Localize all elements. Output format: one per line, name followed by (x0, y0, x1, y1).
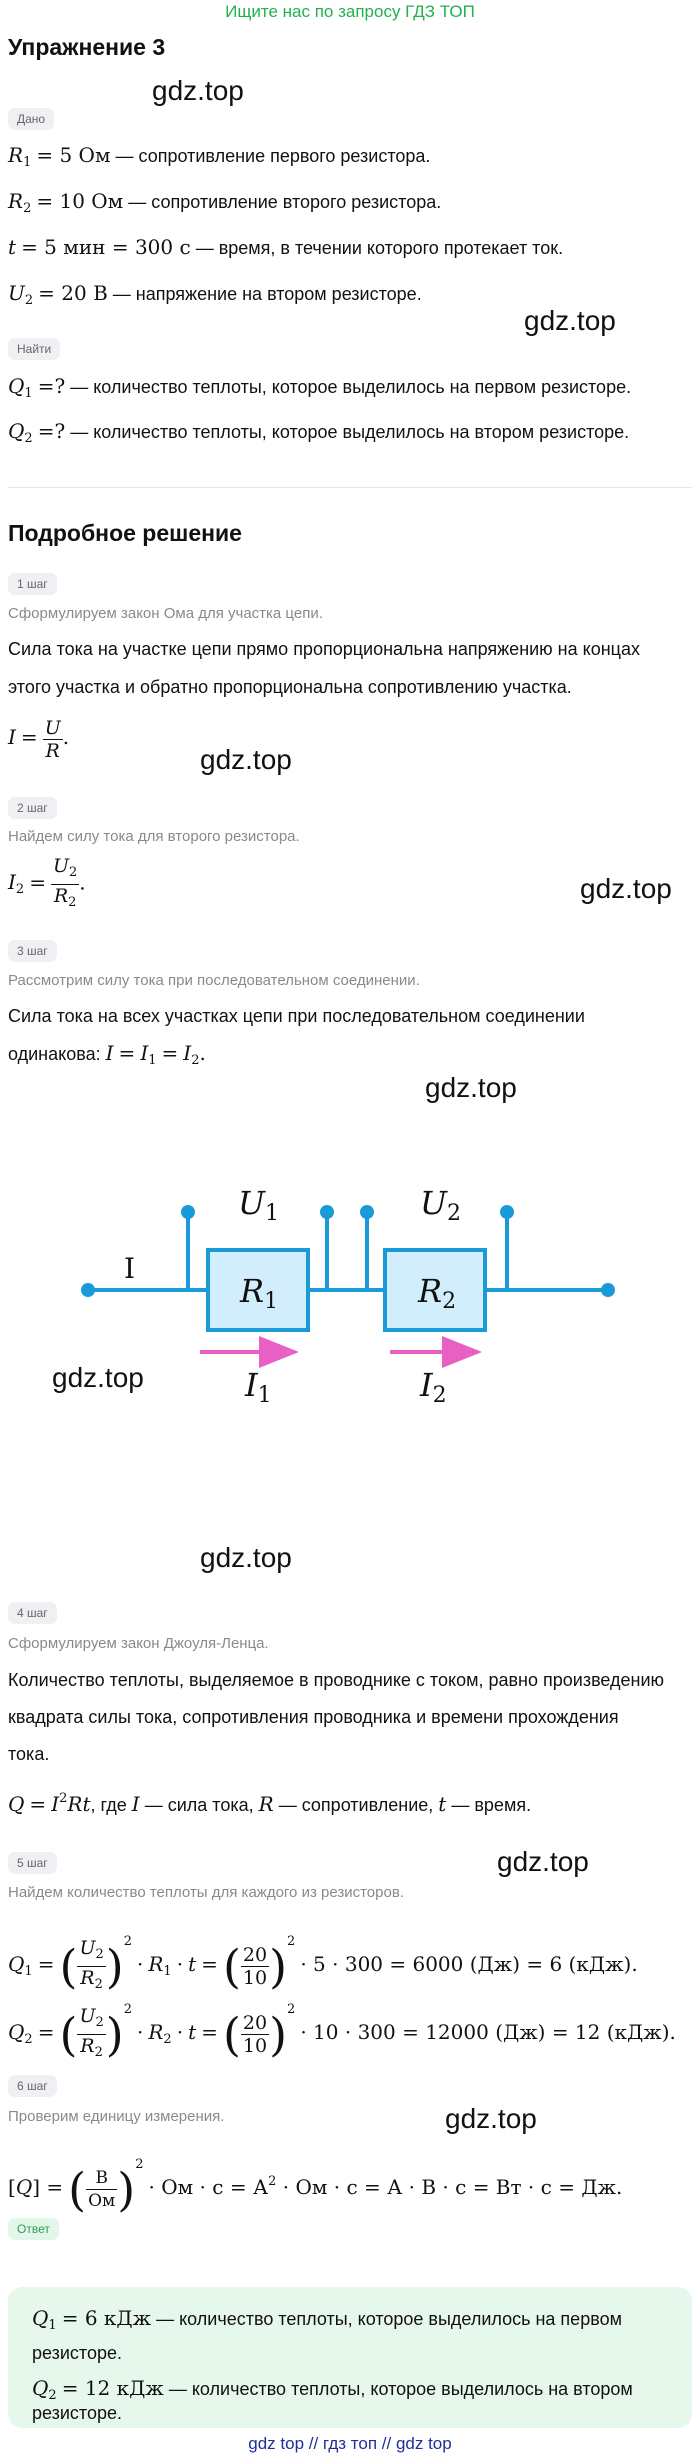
watermark: gdz.top (200, 1542, 292, 1573)
formula-joule-lenz: Q = I2Rt, где I — сила тока, R — сопроти… (8, 1791, 532, 1816)
find-q2: Q2 =? — количество теплоты, которое выде… (8, 419, 630, 446)
step1-hint: Сформулируем закон Ома для участка цепи. (8, 605, 323, 622)
chip-step5: 5 шаг (8, 1852, 57, 1874)
given-r2: R2 = 10 Ом — сопротивление второго резис… (8, 189, 442, 216)
circuit-diagram: I U1 U2 R1 R2 I1 I2 (81, 1184, 615, 1408)
divider (8, 487, 692, 488)
footer-links[interactable]: gdz top // гдз топ // gdz top (248, 2434, 452, 2453)
chip-given: Дано (8, 108, 55, 130)
step4-hint: Сформулируем закон Джоуля-Ленца. (8, 1635, 269, 1652)
watermark: gdz.top (200, 744, 292, 775)
answer-q2-cont: резисторе. (32, 2403, 123, 2423)
label-i1: I1 (244, 1366, 272, 1408)
step5-hint: Найдем количество теплоты для каждого из… (8, 1884, 404, 1901)
label-r1: R1 (239, 1272, 278, 1314)
label-u1: U1 (238, 1184, 279, 1226)
page-title: Упражнение 3 (8, 34, 166, 60)
chip-step3: 3 шаг (8, 940, 57, 962)
step4-text-2: квадрата силы тока, сопротивления провод… (8, 1707, 619, 1727)
node (320, 1205, 334, 1219)
chip-step1: 1 шаг (8, 573, 57, 595)
step3-text-1: Сила тока на всех участках цепи при посл… (8, 1006, 585, 1026)
step4-text-1: Количество теплоты, выделяемое в проводн… (8, 1670, 665, 1690)
node (81, 1283, 95, 1297)
step6-hint: Проверим единицу измерения. (8, 2108, 225, 2125)
watermark: gdz.top (152, 75, 244, 106)
node (500, 1205, 514, 1219)
step3-text-2: одинакова: I = I1 = I2. (8, 1041, 206, 1068)
find-q1: Q1 =? — количество теплоты, которое выде… (8, 374, 632, 401)
node (181, 1205, 195, 1219)
step2-hint: Найдем силу тока для второго резистора. (8, 828, 300, 845)
answer-box (8, 2287, 692, 2428)
watermark: gdz.top (524, 305, 616, 336)
watermark: gdz.top (445, 2103, 537, 2134)
node (601, 1283, 615, 1297)
watermark: gdz.top (425, 1072, 517, 1103)
search-banner[interactable]: Ищите нас по запросу ГДЗ ТОП (225, 2, 475, 21)
given-r1: R1 = 5 Ом — сопротивление первого резист… (8, 143, 431, 170)
step1-text-1: Сила тока на участке цепи прямо пропорци… (8, 639, 640, 659)
step4-text-3: тока. (8, 1744, 50, 1764)
watermark: gdz.top (52, 1362, 144, 1393)
step1-text-2: этого участка и обратно пропорциональна … (8, 677, 572, 697)
solution-title: Подробное решение (8, 520, 242, 546)
answer-q2: Q2 = 12 кДж — количество теплоты, которо… (32, 2376, 633, 2403)
label-r2: R2 (417, 1272, 456, 1314)
node (360, 1205, 374, 1219)
chip-step4: 4 шаг (8, 1602, 57, 1624)
chip-find: Найти (8, 338, 61, 360)
resistor-r1 (206, 1248, 310, 1332)
chip-step2: 2 шаг (8, 797, 57, 819)
watermark: gdz.top (580, 873, 672, 904)
label-i: I (124, 1252, 135, 1285)
step3-hint: Рассмотрим силу тока при последовательно… (8, 972, 420, 989)
label-u2: U2 (420, 1184, 461, 1226)
given-t: t = 5 мин = 300 с — время, в течении кот… (8, 235, 564, 259)
given-u2: U2 = 20 В — напряжение на втором резисто… (8, 281, 422, 308)
answer-q1-cont: резисторе. (32, 2343, 123, 2363)
resistor-r2 (383, 1248, 487, 1332)
watermark: gdz.top (497, 1846, 589, 1877)
answer-q1: Q1 = 6 кДж — количество теплоты, которое… (32, 2306, 622, 2333)
chip-step6: 6 шаг (8, 2075, 57, 2097)
label-i2: I2 (419, 1366, 447, 1408)
chip-answer: Ответ (8, 2218, 59, 2240)
